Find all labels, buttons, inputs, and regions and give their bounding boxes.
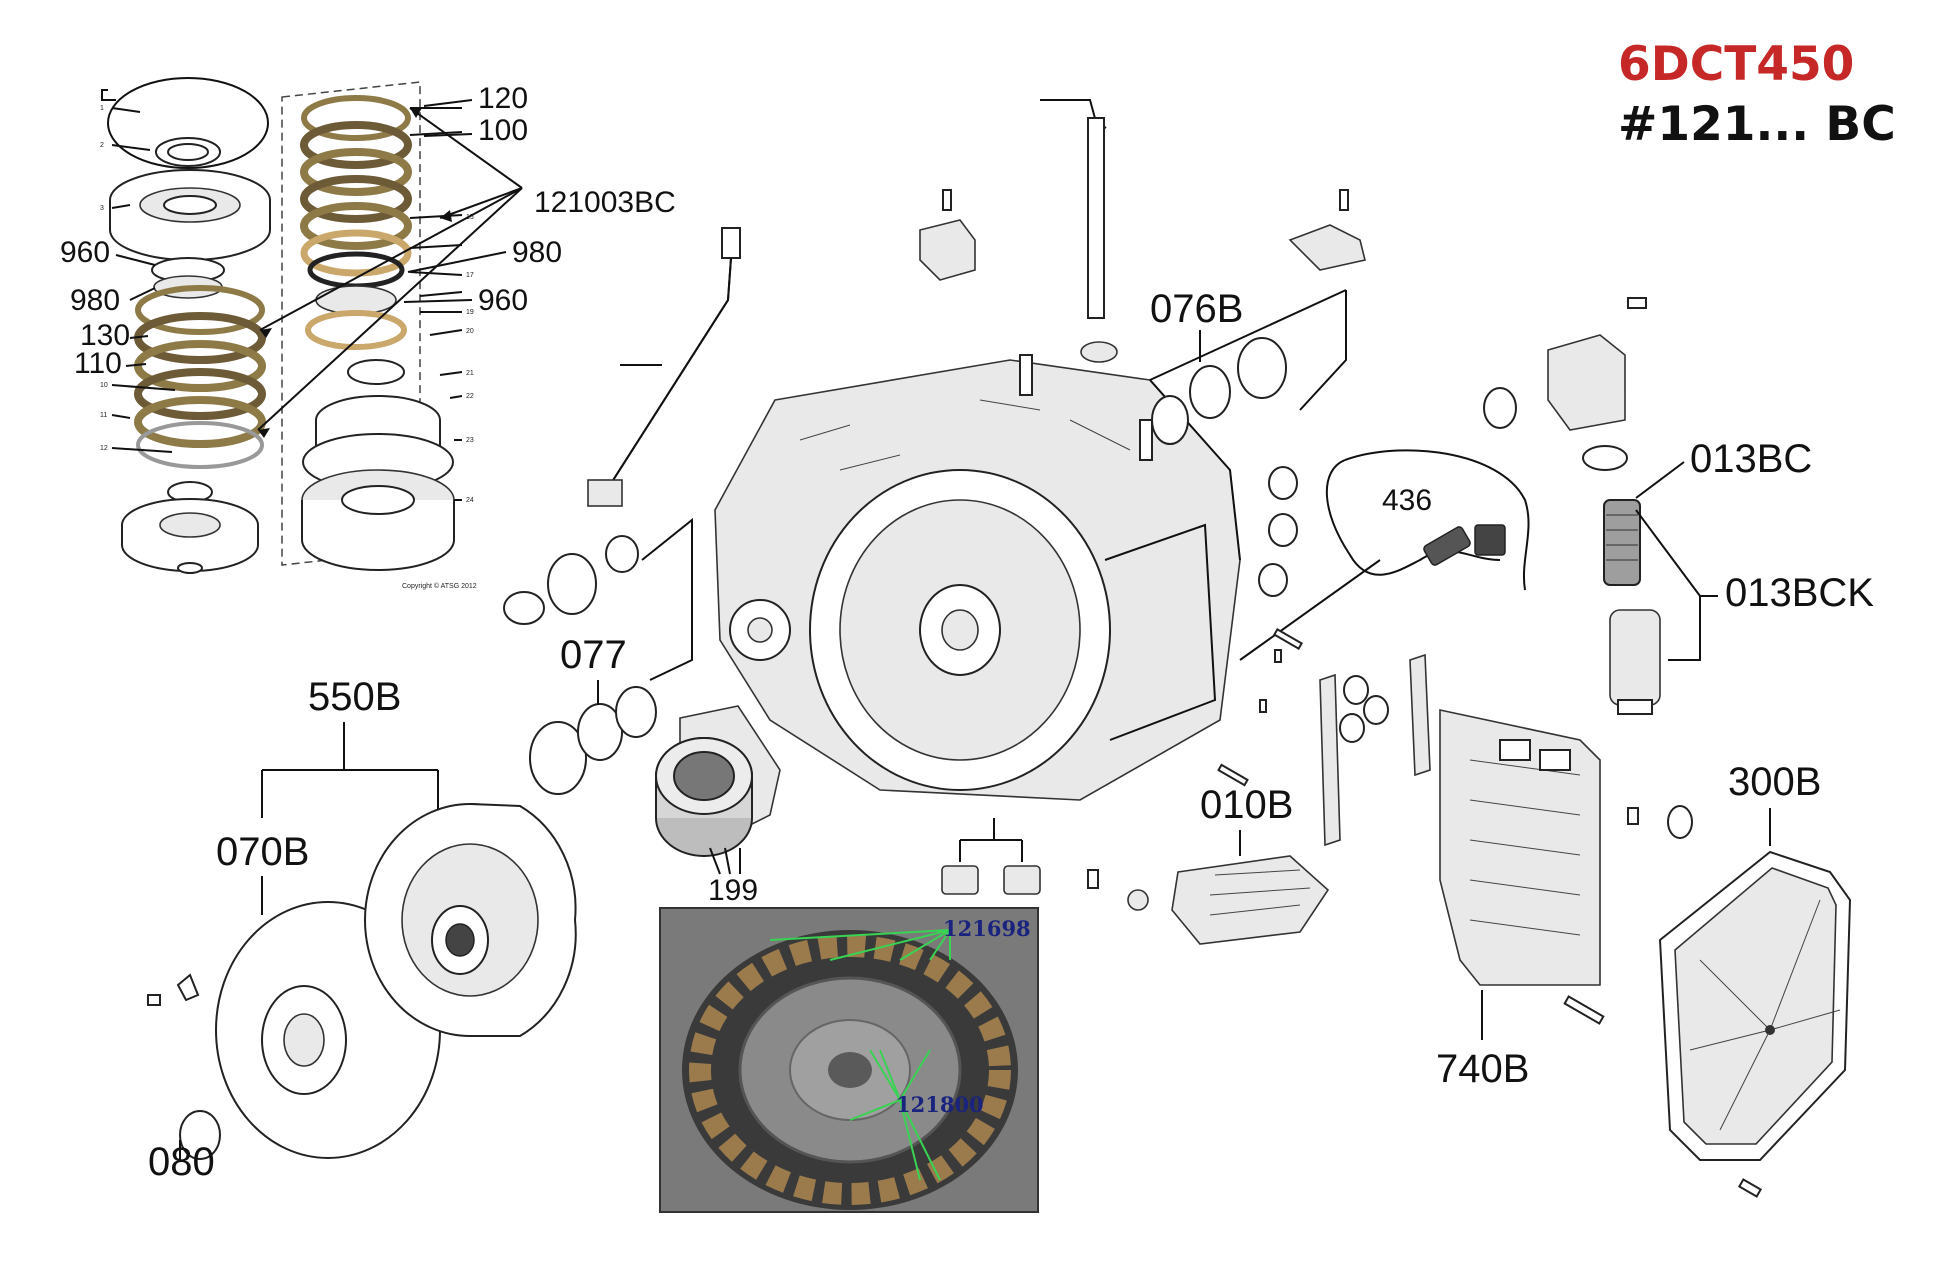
label-740B: 740B bbox=[1436, 1047, 1529, 1091]
clutch-housing bbox=[364, 803, 577, 1037]
label-013BCK: 013BCK bbox=[1725, 571, 1874, 615]
transmission-case bbox=[714, 354, 1241, 801]
label-070B: 070B bbox=[216, 830, 309, 874]
bearing-hub-199 bbox=[655, 705, 781, 857]
drain-plugs bbox=[941, 818, 1149, 911]
callout-15: 15 bbox=[466, 214, 474, 221]
oil-filter-pan-010B bbox=[1171, 855, 1330, 945]
label-199: 199 bbox=[708, 874, 758, 907]
callout-12: 12 bbox=[100, 445, 108, 452]
callout-3: 3 bbox=[100, 205, 104, 212]
label-960-left: 960 bbox=[60, 236, 110, 269]
label-100: 100 bbox=[478, 114, 528, 147]
oil-pan-300B bbox=[1658, 850, 1852, 1198]
clutch-exploded-view: 1 2 3 10 11 12 15 17 19 20 21 22 23 24 C… bbox=[100, 77, 477, 590]
label-121698: 121698 bbox=[943, 916, 1031, 941]
label-960-right: 960 bbox=[478, 284, 528, 317]
shift-rail bbox=[1040, 99, 1118, 363]
callout-19: 19 bbox=[466, 309, 474, 316]
speed-sensor-harness bbox=[587, 227, 741, 507]
callout-23: 23 bbox=[466, 437, 474, 444]
label-076B: 076B bbox=[1150, 287, 1243, 331]
callout-20: 20 bbox=[466, 328, 474, 335]
gasket-strips bbox=[1319, 653, 1431, 847]
label-121800: 121800 bbox=[896, 1092, 984, 1117]
callout-2: 2 bbox=[100, 142, 104, 149]
callout-10: 10 bbox=[100, 382, 108, 389]
model-title: 6DCT450 bbox=[1618, 37, 1854, 92]
series-title: #121... BC bbox=[1618, 97, 1896, 152]
valve-body-740B bbox=[1439, 709, 1693, 1025]
label-550B: 550B bbox=[308, 675, 401, 719]
callout-24: 24 bbox=[466, 497, 474, 504]
seal-set-076B bbox=[1151, 337, 1287, 445]
pump-assembly bbox=[1483, 297, 1647, 471]
label-121003BC: 121003BC bbox=[534, 186, 676, 219]
clutch-kit-arrows bbox=[257, 107, 523, 438]
label-110: 110 bbox=[74, 347, 122, 380]
callout-22: 22 bbox=[466, 393, 474, 400]
label-120: 120 bbox=[478, 82, 528, 115]
copyright: Copyright © ATSG 2012 bbox=[402, 582, 477, 590]
label-077: 077 bbox=[560, 633, 627, 677]
label-130: 130 bbox=[80, 319, 130, 352]
label-980-right: 980 bbox=[512, 236, 562, 269]
label-436: 436 bbox=[1382, 484, 1432, 517]
dual-mass-flywheel-photo: 121698 121800 bbox=[659, 907, 1039, 1213]
case-seal-rings bbox=[1217, 466, 1303, 787]
bracket-parts bbox=[919, 189, 1366, 411]
filter-013BC bbox=[1603, 499, 1661, 715]
label-080: 080 bbox=[148, 1140, 215, 1184]
label-300B: 300B bbox=[1728, 760, 1821, 804]
seal-set-077 bbox=[529, 686, 657, 795]
label-013BC: 013BC bbox=[1690, 437, 1812, 481]
callout-21: 21 bbox=[466, 370, 474, 377]
callout-17: 17 bbox=[466, 272, 474, 279]
callout-1: 1 bbox=[100, 105, 104, 112]
callout-11: 11 bbox=[100, 412, 107, 419]
sensor-harness-436 bbox=[1325, 449, 1530, 591]
label-010B: 010B bbox=[1200, 783, 1293, 827]
label-980-left: 980 bbox=[70, 284, 120, 317]
seal-rings-upper-left bbox=[503, 517, 693, 681]
